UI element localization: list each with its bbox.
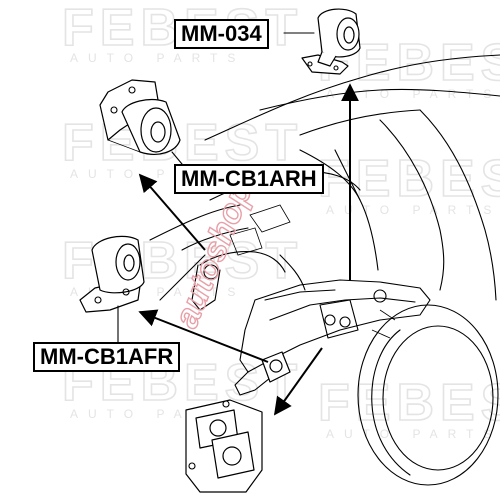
wheel xyxy=(357,304,499,486)
part-mm-cb1arh-drawing xyxy=(99,79,181,155)
arrow-to-mm-cb1arh xyxy=(138,173,206,251)
subframe xyxy=(191,251,431,396)
watermark-sub-text: AUTO PARTS xyxy=(326,203,500,217)
leader-mm-cb1arh xyxy=(171,151,183,165)
part-mm-034-drawing xyxy=(301,8,361,75)
watermark-brand-text: FEBEST xyxy=(318,374,500,432)
arrow-to-bottom-mount xyxy=(273,347,323,416)
part-label-mm-cb1afr[interactable]: MM-CB1AFR xyxy=(33,342,181,372)
part-label-mm-cb1arh[interactable]: MM-CB1ARH xyxy=(174,164,324,194)
watermark-brand-text: FEBEST xyxy=(62,114,303,172)
bushing-small xyxy=(261,351,291,383)
watermark-brand-text: FEBEST xyxy=(318,150,500,208)
watermark-right: FEBEST AUTO PARTS FEBEST AUTO PARTS FEBE… xyxy=(317,33,500,441)
part-mm-cb1afr-drawing xyxy=(79,235,145,313)
watermark-sub-text: AUTO PARTS xyxy=(70,51,245,65)
arrows xyxy=(138,83,359,416)
watermark-sub-text: AUTO PARTS xyxy=(326,427,500,441)
leader-lines xyxy=(117,32,315,343)
part-bottom-mount-drawing xyxy=(185,399,263,493)
part-label-mm-034[interactable]: MM-034 xyxy=(174,19,269,49)
arrow-to-mm-cb1afr xyxy=(138,309,269,363)
